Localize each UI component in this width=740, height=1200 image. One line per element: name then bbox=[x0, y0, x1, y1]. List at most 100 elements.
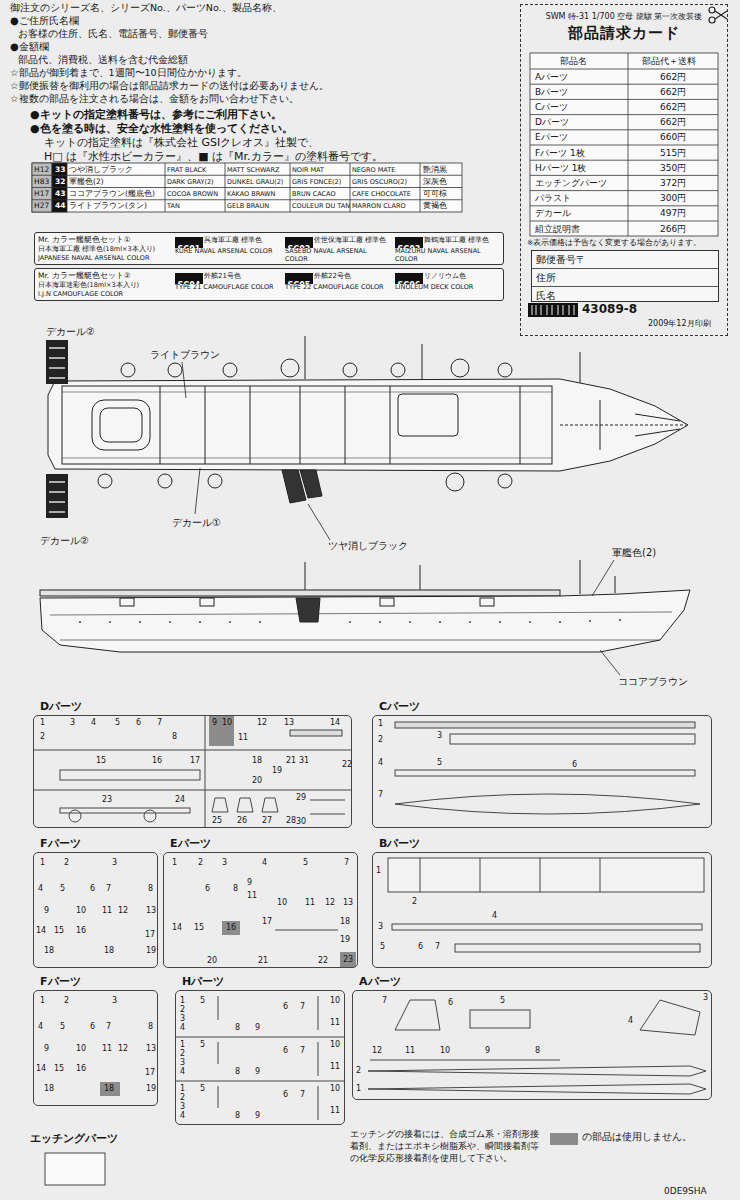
part-number: 5 bbox=[380, 942, 385, 952]
price-cell: 300円 bbox=[660, 193, 686, 204]
price-cell: Bパーツ bbox=[535, 87, 568, 98]
carrier-plan-view-shape bbox=[281, 359, 299, 377]
barcode-shape-shape bbox=[569, 305, 570, 315]
part-number: 5 bbox=[200, 1040, 205, 1050]
color-description: SASEBO NAVAL ARSENAL COLOR bbox=[285, 248, 385, 264]
part-number: 15 bbox=[54, 926, 64, 936]
decal-strip-shape bbox=[49, 348, 65, 512]
color-code-chip: SC05 bbox=[285, 273, 313, 284]
carrier-plan-view-shape bbox=[223, 363, 237, 377]
section-title: Hパーツ bbox=[182, 974, 224, 989]
table-cell: H27 bbox=[34, 201, 49, 211]
part-number: 8 bbox=[235, 1067, 240, 1077]
part-shapes-shape bbox=[318, 1086, 319, 1120]
carrier-plan-view bbox=[48, 336, 688, 503]
decal-strip-shape-shape bbox=[49, 377, 65, 379]
part-shapes-shape bbox=[450, 734, 695, 744]
part-shapes-shape bbox=[640, 1000, 700, 1035]
section-title: Fパーツ bbox=[40, 974, 81, 989]
barcode-shape-shape bbox=[532, 305, 533, 315]
parts-sprue-box: Aパーツ bbox=[352, 990, 712, 1100]
paint-table-shape bbox=[290, 163, 291, 212]
paint-table bbox=[32, 163, 462, 212]
part-shapes-shape bbox=[100, 1082, 120, 1096]
barcode-shape-shape bbox=[563, 305, 564, 315]
note-text: お客様の住所、氏名、電話番号、郵便番号 bbox=[18, 28, 208, 39]
part-number: 22 bbox=[318, 956, 328, 966]
price-cell: 266円 bbox=[660, 224, 686, 235]
part-number: 2 bbox=[180, 1049, 185, 1059]
paint-callout: デカール② bbox=[40, 535, 89, 547]
part-number: 9 bbox=[255, 1067, 260, 1077]
part-shapes-shape bbox=[310, 800, 345, 801]
part-number: 16 bbox=[152, 756, 162, 766]
part-number: 11 bbox=[405, 1046, 415, 1056]
part-shapes-shape bbox=[388, 858, 704, 892]
part-number: 11 bbox=[102, 1044, 112, 1054]
part-shapes-shape bbox=[205, 715, 206, 828]
part-shapes-shape bbox=[340, 952, 356, 967]
note-text: エッチングの接着には、合成ゴム系・溶剤形接着剤、またはエポキシ樹脂系や、瞬間接着… bbox=[350, 1128, 542, 1164]
price-cell: 372円 bbox=[660, 178, 686, 189]
part-number: 19 bbox=[272, 766, 282, 776]
part-number: 13 bbox=[343, 898, 353, 908]
carrier-plan-view-shape bbox=[446, 473, 464, 491]
part-number: 9 bbox=[255, 1023, 260, 1033]
part-number: 11 bbox=[102, 906, 112, 916]
card-table-shape bbox=[530, 129, 718, 130]
part-number: 18 bbox=[104, 1084, 114, 1094]
part-number: 3 bbox=[180, 1102, 185, 1112]
carrier-plan-view-shape bbox=[600, 400, 601, 450]
part-shapes-shape bbox=[395, 794, 700, 814]
part-number: 6 bbox=[572, 760, 577, 770]
table-cell: 深灰色 bbox=[423, 177, 447, 187]
carrier-side-view-shape bbox=[296, 598, 320, 622]
note-text: ☆複数の部品を注文される場合は、金額をお問い合わせ下さい。 bbox=[10, 93, 299, 104]
table-cell: 可可棕 bbox=[423, 189, 447, 199]
part-number: 12 bbox=[325, 898, 335, 908]
table-cell: FRAT BLACK bbox=[167, 165, 206, 175]
table-cell: H12 bbox=[34, 165, 49, 175]
carrier-plan-view-shape bbox=[62, 458, 552, 459]
part-number: 5 bbox=[437, 758, 442, 768]
part-number: 9 bbox=[44, 1044, 49, 1054]
note-text: エッチングパーツ bbox=[30, 1132, 118, 1145]
part-number: 14 bbox=[330, 718, 340, 728]
scissors-icon-shape bbox=[709, 17, 715, 23]
table-cell: TAN bbox=[167, 201, 180, 211]
node-text: 住所 bbox=[532, 269, 718, 287]
part-number: 4 bbox=[628, 1016, 633, 1026]
part-shapes-shape bbox=[395, 770, 695, 776]
paint-table-shape bbox=[225, 163, 226, 212]
note-text: 0DE9SHA bbox=[664, 1186, 707, 1197]
part-number: 3 bbox=[112, 996, 117, 1006]
leader-line-shape bbox=[195, 468, 200, 514]
carrier-side-view-shape-shape bbox=[79, 621, 81, 623]
price-cell: 組立説明書 bbox=[535, 224, 580, 235]
node-text: 日本海軍迷彩色(18ml×3本入り) bbox=[38, 281, 173, 291]
part-number: 10 bbox=[76, 1044, 86, 1054]
node-text: 部品請求カード bbox=[521, 24, 727, 43]
table-cell: BRUN CACAO bbox=[292, 189, 336, 199]
price-cell: 350円 bbox=[660, 163, 686, 174]
barcode-shape-shape bbox=[558, 305, 559, 315]
color-code-chip: SC04 bbox=[175, 273, 203, 284]
part-number: 14 bbox=[172, 923, 182, 933]
carrier-plan-view-shape bbox=[560, 425, 686, 426]
table-cell: 33 bbox=[55, 165, 65, 175]
carrier-plan-view-shape bbox=[98, 474, 112, 488]
part-number: 18 bbox=[104, 946, 114, 956]
part-number: 3 bbox=[703, 993, 708, 1003]
part-shapes-shape bbox=[470, 1010, 530, 1028]
carrier-plan-view-shape bbox=[300, 470, 322, 498]
part-shapes-shape bbox=[175, 1037, 345, 1038]
part-number: 28 bbox=[286, 816, 296, 826]
card-table-shape bbox=[530, 53, 718, 236]
part-number: 11 bbox=[330, 1018, 340, 1028]
table-cell: MARRON CLARO bbox=[352, 201, 406, 211]
part-shapes-shape bbox=[318, 996, 319, 1030]
part-shapes-shape bbox=[275, 930, 338, 931]
decal-strip-shape-shape bbox=[49, 491, 65, 493]
section-title: Fパーツ bbox=[40, 836, 81, 851]
part-number: 2 bbox=[180, 1005, 185, 1015]
